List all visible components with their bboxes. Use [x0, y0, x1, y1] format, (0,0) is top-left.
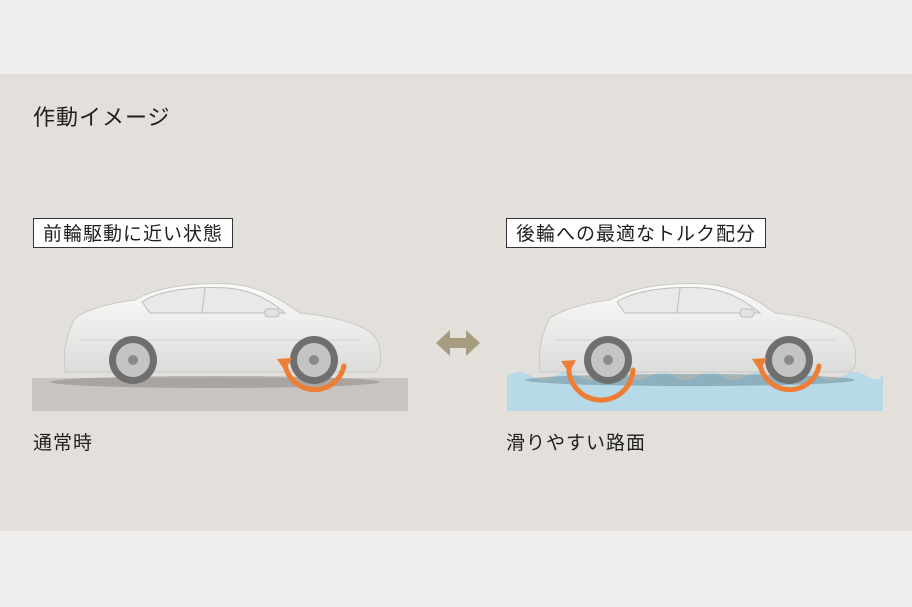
rotation-arrow-icon [561, 360, 636, 403]
normal-road-scene [32, 283, 408, 411]
rotation-arrow-icon [277, 358, 347, 393]
front-wheel [109, 336, 157, 384]
front-wheel [584, 336, 632, 384]
right-state-label: 後輪への最適なトルク配分 [506, 218, 767, 248]
rear-wheel [290, 336, 338, 384]
left-caption: 通常時 [33, 432, 94, 454]
rotation-arrow-icon [752, 358, 822, 393]
rear-wheel [765, 336, 813, 384]
right-caption: 滑りやすい路面 [506, 432, 647, 454]
slippery-road-scene [507, 283, 883, 411]
left-state-label: 前輪駆動に近い状態 [33, 218, 234, 248]
double-headed-arrow-icon [436, 330, 480, 356]
page-title: 作動イメージ [33, 106, 171, 131]
